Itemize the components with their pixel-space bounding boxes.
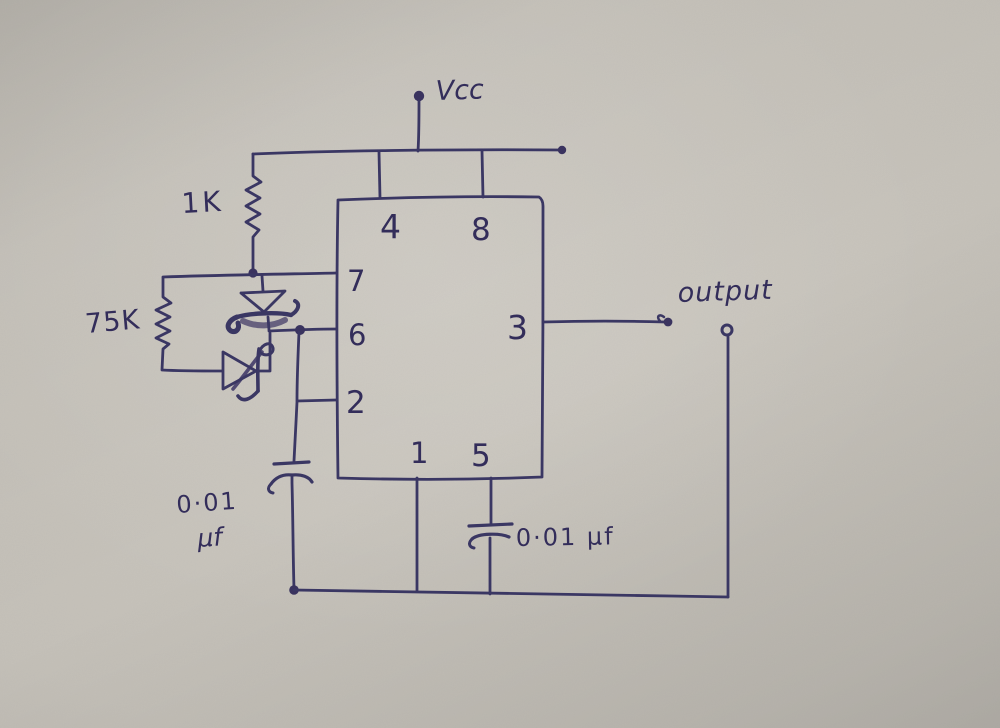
pin7-label: 7: [347, 264, 365, 298]
pin4-label: 4: [380, 207, 401, 246]
pin2-wire: [292, 398, 338, 463]
r2-label: 75K: [84, 304, 142, 340]
ground-rail: [292, 588, 730, 599]
vcc-terminal: [413, 90, 425, 153]
c1-value-label: 0·01: [175, 487, 238, 519]
pin6-label: 6: [348, 318, 366, 352]
output-label: output: [677, 275, 773, 309]
pin5-label: 5: [471, 438, 491, 474]
vcc-label: Vcc: [435, 74, 484, 107]
pin3-output-wire: [541, 314, 673, 327]
pin4-stub: [377, 150, 382, 200]
diode-d1: [225, 274, 301, 334]
pin1-label: 1: [410, 436, 428, 470]
pin3-label: 3: [507, 308, 528, 347]
output-terminal: [720, 323, 734, 599]
ic-555-box: [335, 195, 545, 481]
pin7-wire: [161, 271, 338, 279]
labels-layer: Vcc 1K 75K 4 8 7 6 2 3 1 5 0·01 μf 0·01 …: [84, 74, 774, 553]
diode-d2: [221, 331, 275, 402]
top-power-rail: [251, 145, 567, 156]
resistor-r2-75k: [154, 276, 224, 373]
pin2-label: 2: [346, 385, 366, 421]
c1-unit-label: μf: [195, 522, 226, 553]
capacitor-c2: [467, 476, 514, 596]
r1-label: 1K: [181, 185, 225, 220]
c2-value-label: 0·01 μf: [516, 522, 615, 552]
pin6-wire: [267, 325, 338, 402]
pin8-label: 8: [471, 212, 491, 248]
capacitor-c1: [267, 460, 314, 595]
pin8-stub: [480, 149, 485, 199]
